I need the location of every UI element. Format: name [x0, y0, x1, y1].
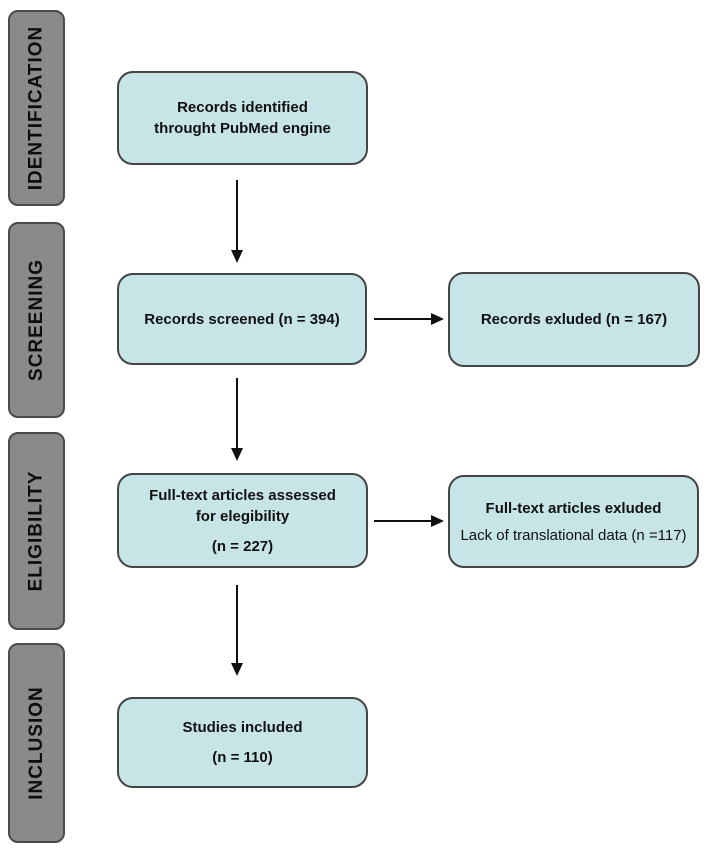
arrow-shaft: [374, 318, 431, 320]
arrow-down-fulltext-to-included: [231, 585, 243, 676]
box-fulltext-assessed-count: (n = 227): [211, 537, 274, 555]
arrow-shaft: [236, 180, 238, 250]
stage-identification-label: IDENTIFICATION: [25, 25, 47, 191]
box-records-excluded-line-1: Records exluded (n = 167): [480, 311, 668, 328]
stage-identification: IDENTIFICATION: [8, 10, 65, 206]
box-studies-included-count: (n = 110): [212, 749, 273, 766]
arrowhead-down-icon: [231, 250, 243, 263]
box-records-identified: Records identified throught PubMed engin…: [117, 71, 368, 165]
arrowhead-right-icon: [431, 515, 444, 527]
arrow-shaft: [374, 520, 431, 522]
arrow-right-fulltext-to-excluded: [374, 515, 444, 527]
box-studies-included-line-1: Studies included: [182, 719, 303, 736]
box-records-screened: Records screened (n = 394): [117, 273, 367, 365]
box-fulltext-excluded: Full-text articles exluded Lack of trans…: [448, 475, 699, 568]
box-fulltext-excluded-reason: Lack of translational data (n =117): [460, 526, 687, 544]
box-records-excluded: Records exluded (n = 167): [448, 272, 700, 367]
arrowhead-down-icon: [231, 663, 243, 676]
stage-eligibility: ELIGIBILITY: [8, 432, 65, 630]
arrow-down-screened-to-fulltext: [231, 378, 243, 461]
arrow-right-screened-to-excluded: [374, 313, 444, 325]
stage-screening-label: SCREENING: [25, 259, 47, 381]
arrow-shaft: [236, 378, 238, 448]
box-fulltext-assessed-line-2: for elegibility: [195, 507, 290, 525]
stage-eligibility-label: ELIGIBILITY: [25, 470, 47, 592]
arrowhead-down-icon: [231, 448, 243, 461]
box-records-identified-line-1: Records identified: [177, 99, 308, 116]
box-fulltext-assessed: Full-text articles assessed for elegibil…: [117, 473, 368, 568]
box-studies-included: Studies included (n = 110): [117, 697, 368, 788]
stage-inclusion: INCLUSION: [8, 643, 65, 843]
arrow-down-identification-to-screened: [231, 180, 243, 263]
box-fulltext-excluded-line-1: Full-text articles exluded: [485, 499, 662, 517]
box-fulltext-assessed-line-1: Full-text articles assessed: [149, 486, 336, 504]
stage-inclusion-label: INCLUSION: [25, 686, 47, 800]
stage-screening: SCREENING: [8, 222, 65, 418]
box-records-identified-line-2: throught PubMed engine: [154, 120, 331, 137]
arrowhead-right-icon: [431, 313, 444, 325]
box-records-screened-line-1: Records screened (n = 394): [144, 310, 340, 328]
arrow-shaft: [236, 585, 238, 663]
